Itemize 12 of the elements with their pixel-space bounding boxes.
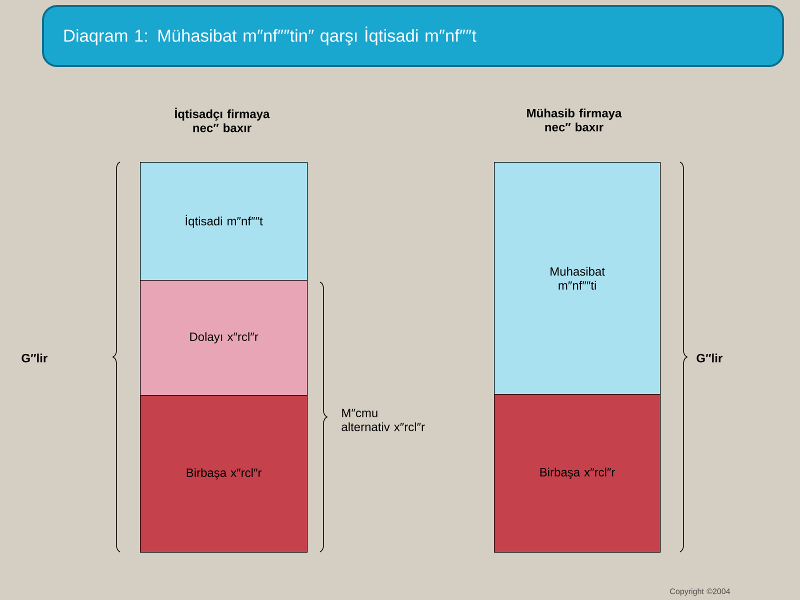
- stacked-bar-segment: Birbaşa x″rcl″r: [494, 394, 661, 553]
- column-heading: Mühasib firmaya nec″ baxır: [527, 108, 622, 132]
- stacked-bar-segment: Muhasibat m″nf″″ti: [494, 162, 661, 395]
- brace-label: G″lir: [22, 354, 48, 362]
- stacked-bar-segment: İqtisadi m″nf″″t: [140, 162, 308, 281]
- stacked-bar-segment: Dolayı x″rcl″r: [140, 280, 308, 396]
- copyright-note: Copyright ©2004: [670, 588, 730, 596]
- brace-label: M″cmu alternativ x″rcl″r: [342, 408, 425, 432]
- title-banner: Diaqram 1: Mühasibat m″nf″″tin″ qarşı İqtisadi m″nf″″t: [42, 5, 784, 67]
- brace-label: G″lir: [696, 354, 722, 362]
- column-heading: İqtisadçı firmaya nec″ baxır: [175, 108, 270, 132]
- stacked-bar-segment: Birbaşa x″rcl″r: [140, 395, 308, 553]
